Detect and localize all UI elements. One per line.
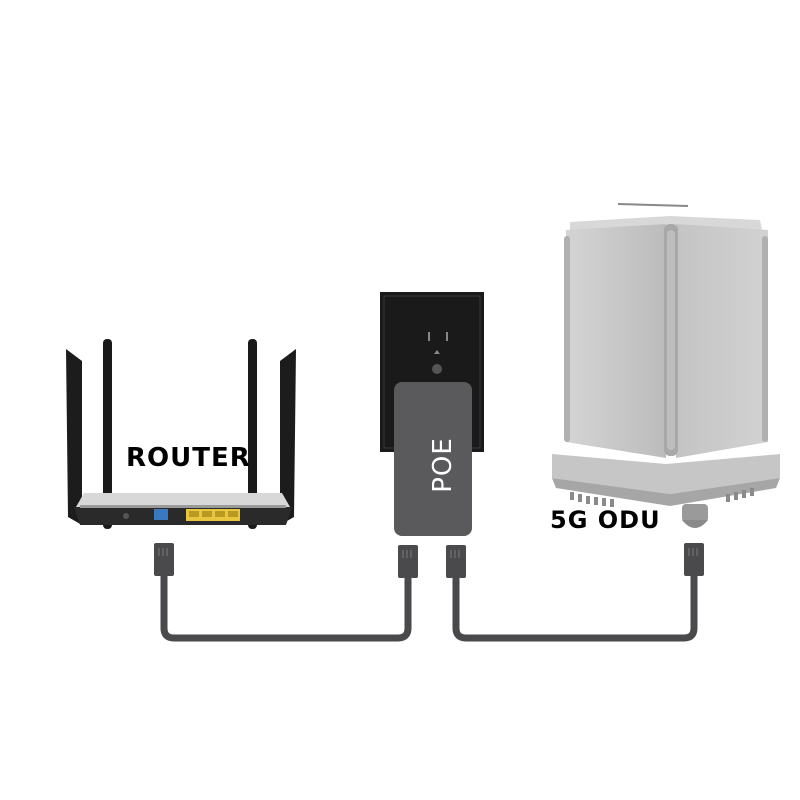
router-graphic	[66, 339, 296, 529]
router-device: ROUTER	[60, 335, 310, 535]
antenna-inner-right	[248, 339, 257, 529]
poe-device: POE	[378, 292, 488, 537]
poe-adapter-body	[394, 382, 472, 536]
wan-port	[154, 509, 168, 520]
odu-label: 5G ODU	[550, 506, 661, 534]
antenna-outer-right	[280, 349, 296, 525]
cable-gland	[682, 504, 708, 522]
antenna-inner-left	[103, 339, 112, 529]
antenna-outer-left	[66, 349, 82, 525]
cable-poe-to-odu	[446, 543, 704, 642]
cable-router-to-poe	[154, 543, 418, 642]
poe-graphic	[380, 292, 484, 536]
odu-device: 5G ODU	[548, 196, 788, 536]
odu-graphic	[552, 203, 780, 528]
router-label: ROUTER	[126, 443, 251, 473]
lan-ports	[186, 509, 240, 521]
poe-label: POE	[428, 437, 458, 493]
